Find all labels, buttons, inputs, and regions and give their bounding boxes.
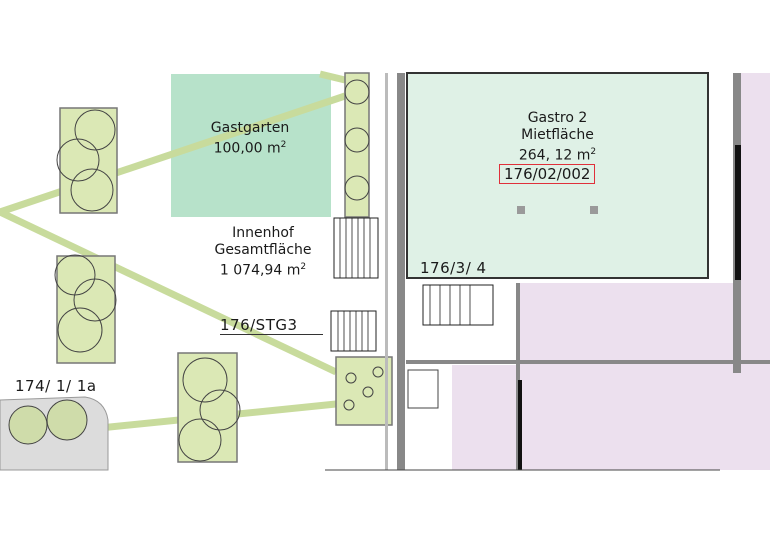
gastgarten-name: Gastgarten xyxy=(210,120,290,136)
rental-area-lower-left xyxy=(452,365,520,470)
unit-176-3-4-tag: 176/3/ 4 xyxy=(420,259,487,277)
unit-174-tag: 174/ 1/ 1a xyxy=(15,377,97,395)
gastgarten-area-value: 100,00 m2 xyxy=(213,140,287,157)
rental-area-lower-right xyxy=(518,283,770,470)
tree-bed xyxy=(177,352,238,463)
stair-tag: 176/STG3 xyxy=(220,316,323,335)
innenhof-label: Innenhof Gesamtfläche 1 074,94 m2 xyxy=(195,225,331,280)
innenhof-subtitle: Gesamtfläche xyxy=(214,242,312,258)
innenhof-area-value: 1 074,94 m2 xyxy=(219,262,307,279)
gastro-2-label: Gastro 2 Mietfläche 264, 12 m2 xyxy=(480,110,635,165)
column xyxy=(517,206,525,214)
gastro-2-area-value: 264, 12 m2 xyxy=(518,147,597,164)
gastro-2-subtitle: Mietfläche xyxy=(521,127,594,143)
gastgarten-label: Gastgarten 100,00 m2 xyxy=(185,120,315,158)
innenhof-name: Innenhof xyxy=(232,225,294,241)
tree-bed xyxy=(335,356,393,426)
tree-crowns xyxy=(54,79,384,462)
column xyxy=(590,206,598,214)
tree-bed xyxy=(344,72,370,218)
tree-bed xyxy=(56,255,116,364)
tree-bed xyxy=(59,107,118,214)
gastro-2-area[interactable] xyxy=(406,72,709,279)
gastro-2-name: Gastro 2 xyxy=(527,110,588,126)
elevator xyxy=(407,369,439,409)
gastro-2-unit-id[interactable]: 176/02/002 xyxy=(499,164,596,184)
stairs xyxy=(330,217,494,352)
